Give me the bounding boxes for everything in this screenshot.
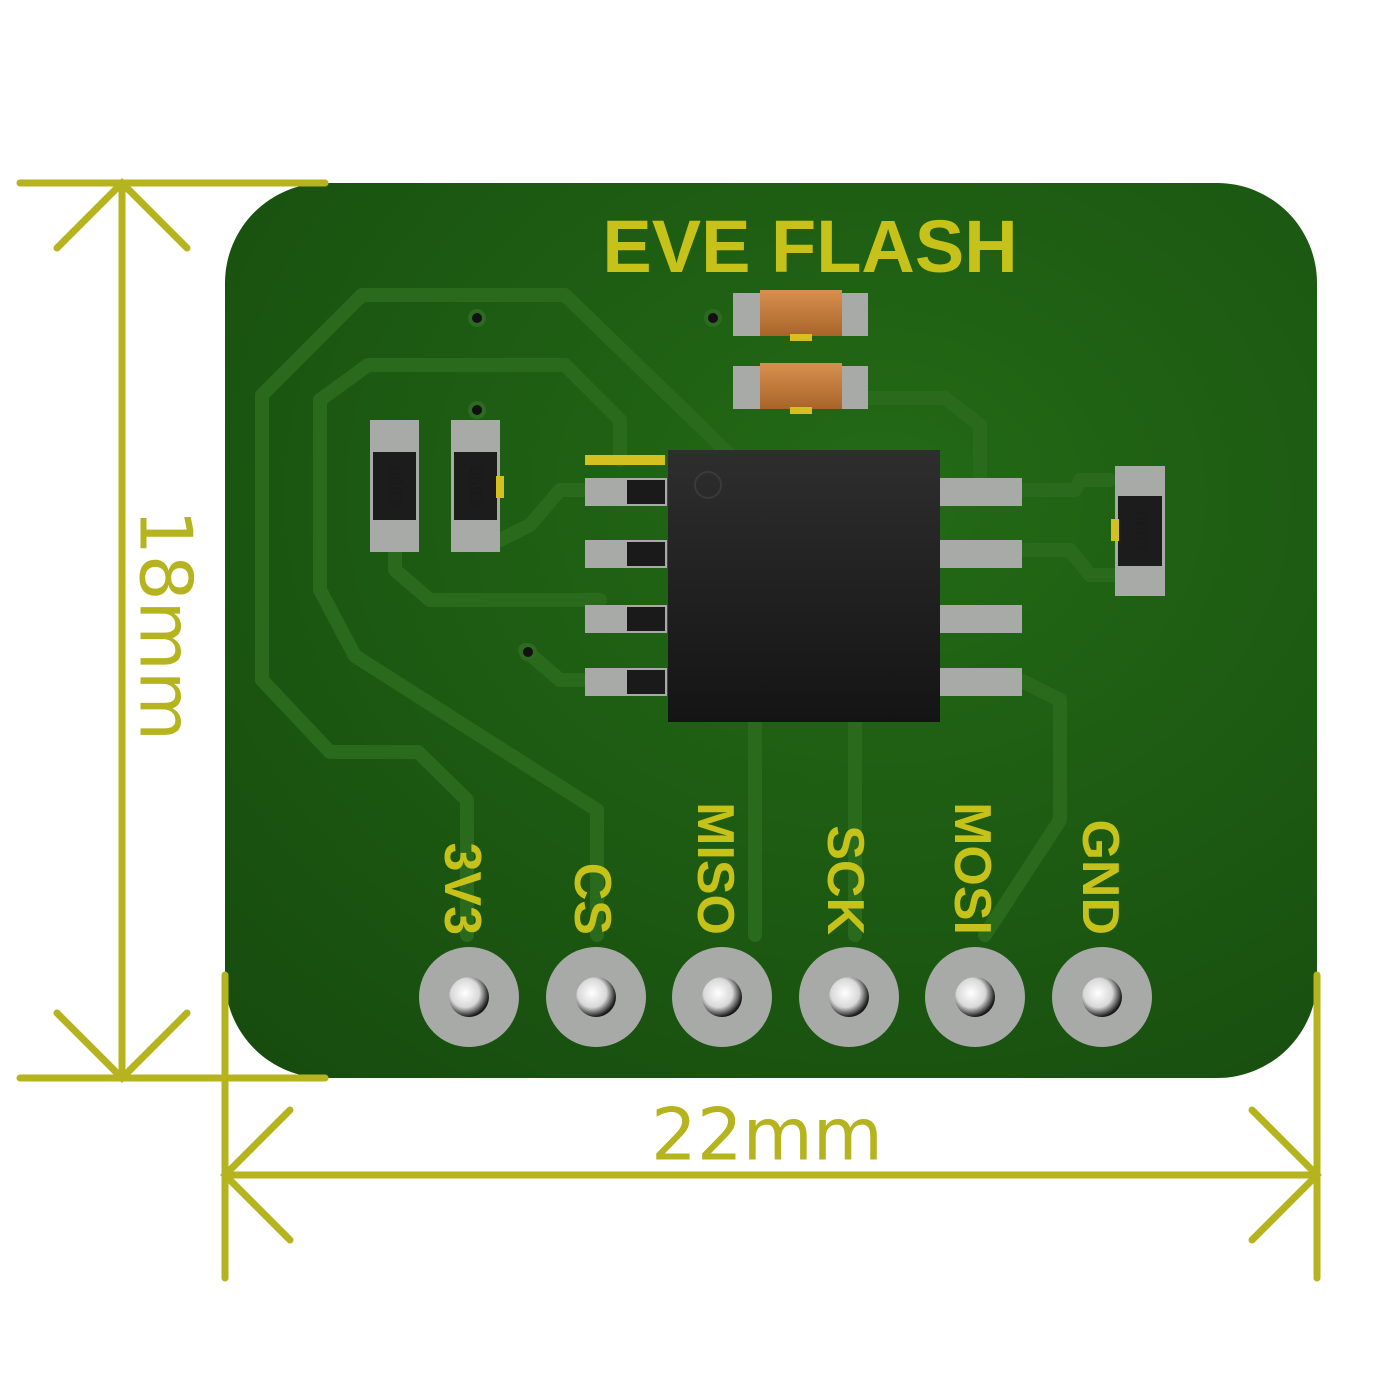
width-dimension [220, 971, 1322, 1282]
height-dimension [16, 178, 329, 1083]
chip-pads-right [940, 478, 1022, 696]
resistor-r2: 0603 [451, 420, 504, 552]
pin-label-sck: SCK [816, 825, 874, 935]
pin-label-mosi: MOSI [943, 802, 1001, 935]
chip-pads-left [585, 478, 667, 696]
resistor-r1: 0603 [370, 420, 419, 552]
pin-label-cs: CS [563, 863, 621, 935]
resistor-r3-label: 0603 [1130, 511, 1150, 552]
capacitor-c1 [733, 290, 868, 341]
flash-chip [668, 450, 940, 722]
board-title: EVE FLASH [602, 205, 1017, 288]
pin1-marker [585, 455, 665, 465]
width-dimension-label: 22mm [651, 1093, 883, 1177]
chip-pin1-dot [694, 471, 722, 499]
pin-labels: 3V3 CS MISO SCK MOSI GND [433, 802, 1129, 935]
pin-label-gnd: GND [1071, 819, 1129, 935]
pin-label-3v3: 3V3 [433, 842, 491, 935]
resistor-r1-label: 0603 [384, 466, 404, 507]
resistor-r2-label: 0603 [465, 466, 485, 507]
capacitor-c2 [733, 363, 868, 414]
pin-label-miso: MISO [686, 802, 744, 935]
copper-traces [255, 288, 1122, 942]
height-dimension-label: 18mm [123, 509, 207, 741]
vias [468, 309, 722, 661]
resistor-r3: 0603 [1111, 466, 1165, 596]
header-pads [419, 947, 1152, 1047]
